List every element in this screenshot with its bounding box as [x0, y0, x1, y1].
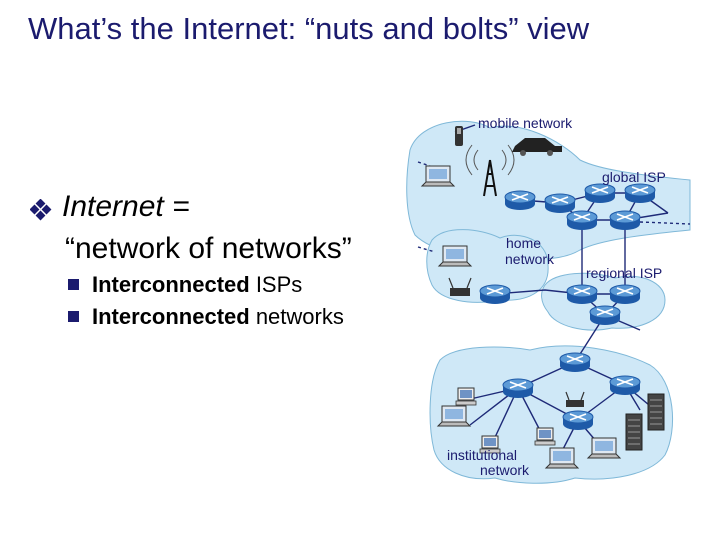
mobile-phone-icon: [455, 126, 463, 146]
institutional-network-label-line2: network: [480, 462, 530, 478]
regional-isp-router-icon: [589, 305, 621, 326]
main-bullet: Internet =: [30, 190, 430, 224]
institutional-network-label-line1: institutional: [447, 447, 518, 463]
institutional-router-icon: [609, 375, 641, 396]
sub-bullet-isps: Interconnected ISPs: [68, 272, 430, 298]
laptop-icon: [587, 437, 621, 459]
global-isp-router-icon: [609, 210, 641, 231]
square-bullet-icon: [68, 311, 79, 322]
bullet-list: Internet = “network of networks” Interco…: [30, 190, 430, 330]
pc-icon: [455, 387, 477, 406]
regional-isp-router-icon: [609, 284, 641, 305]
sub-bullet-rest: ISPs: [249, 272, 303, 297]
wireless-access-point-icon: [565, 391, 585, 407]
global-isp-label: global ISP: [602, 169, 666, 185]
mobile-network-label: mobile network: [478, 115, 573, 131]
institutional-router-icon: [562, 410, 594, 431]
institutional-router-icon: [502, 378, 534, 399]
home-network-label-line2: network: [505, 251, 555, 267]
server-icon: [647, 393, 665, 431]
home-wireless-router-icon: [448, 277, 472, 296]
global-isp-router-icon: [624, 183, 656, 204]
square-bullet-icon: [68, 279, 79, 290]
slide-title: What’s the Internet: “nuts and bolts” vi…: [28, 11, 590, 46]
laptop-icon: [421, 165, 455, 187]
server-icon: [625, 413, 643, 451]
cell-tower-icon: [465, 144, 515, 197]
global-isp-router-icon: [504, 190, 536, 211]
regional-isp-router-icon: [566, 284, 598, 305]
home-laptop-icon: [438, 245, 472, 267]
institutional-router-icon: [559, 352, 591, 373]
sub-bullet-networks: Interconnected networks: [68, 304, 430, 330]
sub-bullet-strong: Interconnected: [92, 304, 250, 329]
global-isp-router-icon: [544, 193, 576, 214]
laptop-icon: [545, 447, 579, 469]
global-isp-router-icon: [566, 210, 598, 231]
global-isp-router-icon: [584, 183, 616, 204]
diamond-bullet-icon: [30, 199, 52, 221]
regional-isp-label: regional ISP: [586, 265, 663, 281]
car-icon: [512, 138, 562, 156]
main-bullet-continuation: “network of networks”: [65, 232, 352, 265]
sub-bullet-strong: Interconnected: [92, 272, 250, 297]
sub-bullet-rest: networks: [249, 304, 344, 329]
home-router-icon: [479, 284, 511, 305]
home-network-label-line1: home: [506, 235, 542, 251]
laptop-icon: [437, 405, 471, 427]
main-bullet-text: Internet =: [62, 190, 190, 223]
pc-icon: [534, 427, 556, 446]
